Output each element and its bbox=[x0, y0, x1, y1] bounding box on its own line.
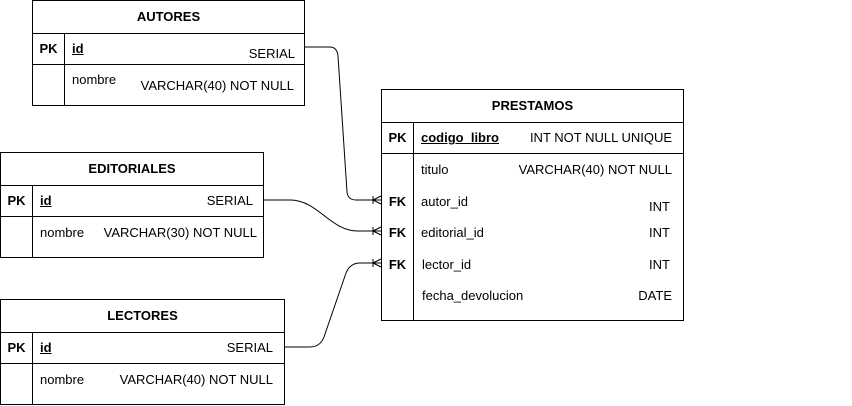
table-row[interactable]: nombre VARCHAR(40) NOT NULL bbox=[33, 65, 304, 106]
field-type: VARCHAR(40) NOT NULL bbox=[119, 372, 273, 387]
pk-label: PK bbox=[7, 340, 26, 355]
field-type: SERIAL bbox=[248, 46, 295, 61]
table-title: LECTORES bbox=[1, 300, 284, 333]
table-lectores[interactable]: LECTORES PK id SERIAL nombre VARCHAR(40)… bbox=[0, 299, 285, 405]
field-type: VARCHAR(40) NOT NULL bbox=[518, 162, 672, 177]
field-type: INT bbox=[649, 257, 670, 272]
field-type: DATE bbox=[638, 288, 672, 303]
field-type: INT bbox=[649, 199, 670, 214]
table-title: PRESTAMOS bbox=[382, 90, 683, 123]
table-autores[interactable]: AUTORES PK id SERIAL nombre VARCHAR(40) … bbox=[32, 0, 305, 106]
table-editoriales[interactable]: EDITORIALES PK id SERIAL nombre VARCHAR(… bbox=[0, 152, 264, 258]
pk-label: PK bbox=[388, 130, 407, 145]
fields-body: titulo VARCHAR(40) NOT NULL FK autor_id … bbox=[382, 154, 683, 320]
field-name: nombre bbox=[72, 72, 117, 87]
field-name: id bbox=[40, 193, 52, 208]
field-type: INT bbox=[649, 225, 670, 240]
field-name: id bbox=[72, 41, 84, 56]
field-type: VARCHAR(30) NOT NULL bbox=[103, 225, 257, 240]
field-name: lector_id bbox=[422, 257, 472, 272]
field-name: titulo bbox=[421, 162, 449, 177]
lectores-prestamos-connector bbox=[284, 262, 381, 348]
lectores-prestamos-crowfoot bbox=[372, 258, 382, 268]
autores-prestamos-connector bbox=[305, 46, 381, 201]
pk-label: PK bbox=[7, 193, 26, 208]
field-type: SERIAL bbox=[226, 340, 273, 355]
table-row[interactable]: PK id SERIAL bbox=[1, 332, 284, 364]
field-name: autor_id bbox=[421, 194, 468, 209]
editoriales-prestamos-crowfoot bbox=[372, 226, 382, 236]
editoriales-prestamos-connector bbox=[263, 199, 381, 232]
field-type: INT NOT NULL UNIQUE bbox=[529, 130, 672, 145]
autores-prestamos-crowfoot bbox=[372, 195, 382, 205]
table-title: AUTORES bbox=[33, 1, 304, 34]
table-row[interactable]: PK codigo_libro INT NOT NULL UNIQUE bbox=[382, 122, 683, 154]
fk-label: FK bbox=[388, 225, 407, 240]
pk-label: PK bbox=[39, 41, 58, 56]
table-prestamos[interactable]: PRESTAMOS PK codigo_libro INT NOT NULL U… bbox=[381, 89, 684, 321]
table-row[interactable]: nombre VARCHAR(40) NOT NULL bbox=[1, 364, 284, 405]
field-name: id bbox=[40, 340, 52, 355]
field-name: codigo_libro bbox=[421, 130, 499, 145]
fk-label: FK bbox=[388, 257, 407, 272]
field-name: nombre bbox=[40, 225, 85, 240]
field-name: fecha_devolucion bbox=[422, 288, 524, 303]
table-row[interactable]: PK id SERIAL bbox=[1, 185, 263, 217]
table-row[interactable]: nombre VARCHAR(30) NOT NULL bbox=[1, 217, 263, 258]
field-type: SERIAL bbox=[206, 193, 253, 208]
field-type: VARCHAR(40) NOT NULL bbox=[140, 78, 294, 93]
table-row[interactable]: PK id SERIAL bbox=[33, 33, 304, 65]
field-name: nombre bbox=[40, 372, 85, 387]
table-title: EDITORIALES bbox=[1, 153, 263, 186]
fk-label: FK bbox=[388, 194, 407, 209]
field-name: editorial_id bbox=[421, 225, 484, 240]
